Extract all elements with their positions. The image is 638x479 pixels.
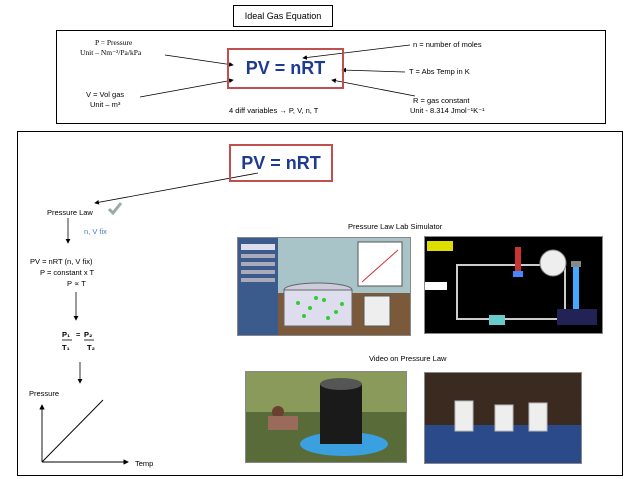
derivation-line-3: P ∝ T	[67, 279, 86, 288]
equation-box-top: PV = nRT	[227, 48, 344, 89]
temperature-label: T = Abs Temp in K	[409, 67, 470, 76]
ratio-p1: P₁	[62, 330, 71, 339]
gas-constant-label: R = gas constant	[413, 96, 470, 105]
video-title: Video on Pressure Law	[369, 354, 447, 363]
pressure-law-panel	[17, 131, 623, 476]
arrow-volume	[139, 78, 234, 98]
moles-label: n = number of moles	[413, 40, 482, 49]
simulator-screenshot-1[interactable]	[237, 237, 411, 336]
barrel-illustration	[246, 372, 406, 456]
ratio-t2: T₂	[87, 343, 95, 352]
graph-line	[41, 399, 104, 463]
ratio-t1: T₁	[62, 343, 70, 352]
page-title: Ideal Gas Equation	[233, 5, 333, 27]
volume-label: V = Vol gas	[86, 90, 125, 99]
arrow-gas-constant	[331, 78, 416, 97]
pressure-label: P = Pressure	[95, 38, 133, 47]
video-thumbnail-2[interactable]	[424, 372, 582, 464]
graph-x-label: Temp	[135, 459, 154, 468]
checkmark-icon	[107, 202, 123, 215]
volume-unit: Unit – m³	[90, 100, 121, 109]
video-thumbnail-1[interactable]	[245, 371, 407, 463]
fixed-variables-note: n, V fix	[84, 227, 107, 236]
arrow-moles	[302, 44, 411, 60]
pressure-unit: Unit – Nm⁻²/Pa/kPa	[80, 48, 142, 57]
arrow-temp	[341, 67, 406, 73]
ratio-equals: =	[76, 330, 81, 339]
simulator-screenshot-2[interactable]	[424, 236, 603, 334]
graph-y-label: Pressure	[29, 389, 60, 398]
simulator-title: Pressure Law Lab Simulator	[348, 222, 443, 231]
equation-box-bottom: PV = nRT	[229, 144, 333, 182]
apparatus-illustration	[425, 241, 597, 325]
derivation-line-1: PV = nRT (n, V fix)	[30, 257, 93, 266]
simulator-illustration	[238, 238, 410, 335]
derivation-line-2: P = constant x T	[40, 268, 95, 277]
ratio-p2: P₂	[84, 330, 93, 339]
beakers-illustration	[425, 400, 581, 463]
gas-constant-unit: Unit - 8.314 Jmol⁻¹K⁻¹	[410, 106, 485, 115]
pressure-law-label: Pressure Law	[47, 208, 93, 217]
arrow-pressure	[164, 54, 234, 67]
definitions-panel	[56, 30, 606, 124]
variables-note: 4 diff variables → P, V, n, T	[229, 106, 319, 115]
